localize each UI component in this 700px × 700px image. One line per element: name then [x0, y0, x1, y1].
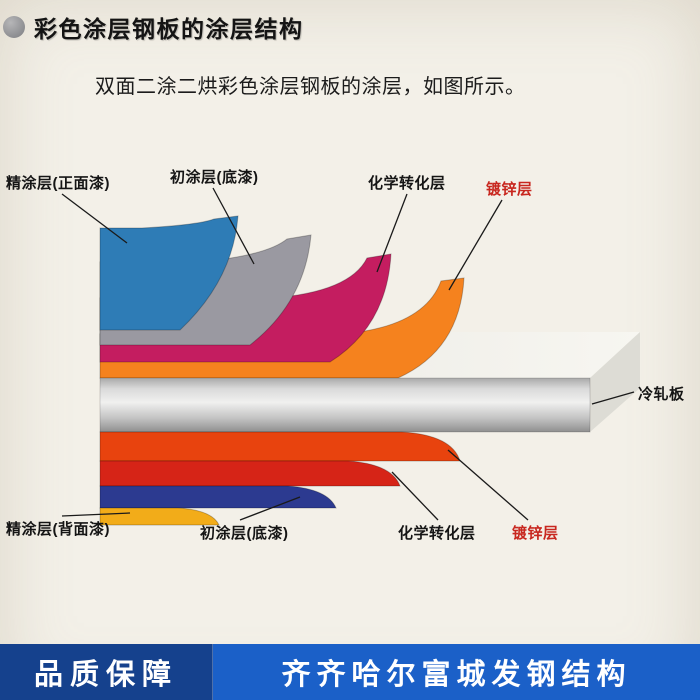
leader-line-fine-bottom	[61, 512, 131, 517]
layer-chemical-bottom	[99, 460, 401, 487]
label-fine-coat-bottom: 精涂层(背面漆)	[6, 521, 110, 538]
leader-line-cold-rolled	[591, 391, 635, 405]
label-galvanized-top: 镀锌层	[486, 181, 533, 198]
label-chemical-bottom: 化学转化层	[398, 525, 476, 542]
footer-banner: 品质保障 齐齐哈尔富城发钢结构	[0, 644, 700, 700]
bullet-circle-icon	[3, 16, 25, 38]
steel-front-face	[99, 377, 591, 433]
label-fine-coat-top: 精涂层(正面漆)	[6, 175, 110, 192]
leader-line-galvanized-bottom	[447, 449, 529, 521]
leader-line-galvanized-top	[448, 199, 503, 291]
leader-line-chemical-bottom	[391, 471, 439, 521]
page-subtitle: 双面二涂二烘彩色涂层钢板的涂层，如图所示。	[95, 76, 526, 98]
label-chemical-top: 化学转化层	[368, 175, 446, 192]
label-primer-top: 初涂层(底漆)	[170, 169, 259, 186]
layer-primer-bottom	[99, 485, 337, 509]
leader-line-primer-top	[212, 187, 255, 265]
label-cold-rolled-plate: 冷轧板	[638, 386, 685, 403]
header: 彩色涂层钢板的涂层结构	[0, 12, 304, 42]
layer-fine-coat-top	[99, 215, 239, 331]
layer-galvanized-bottom	[99, 431, 461, 462]
layer-fine-coat-bottom	[99, 507, 220, 526]
leader-line-chemical-top	[376, 193, 408, 273]
label-primer-bottom: 初涂层(底漆)	[200, 525, 289, 542]
label-galvanized-bottom: 镀锌层	[512, 525, 559, 542]
company-name: 齐齐哈尔富城发钢结构	[213, 644, 700, 700]
leader-line-fine-top	[61, 193, 128, 244]
leader-lines	[61, 187, 635, 521]
page-title: 彩色涂层钢板的涂层结构	[34, 16, 304, 42]
leader-line-primer-bottom	[239, 496, 301, 521]
quality-badge: 品质保障	[0, 644, 213, 700]
steel-right-face	[590, 332, 640, 432]
